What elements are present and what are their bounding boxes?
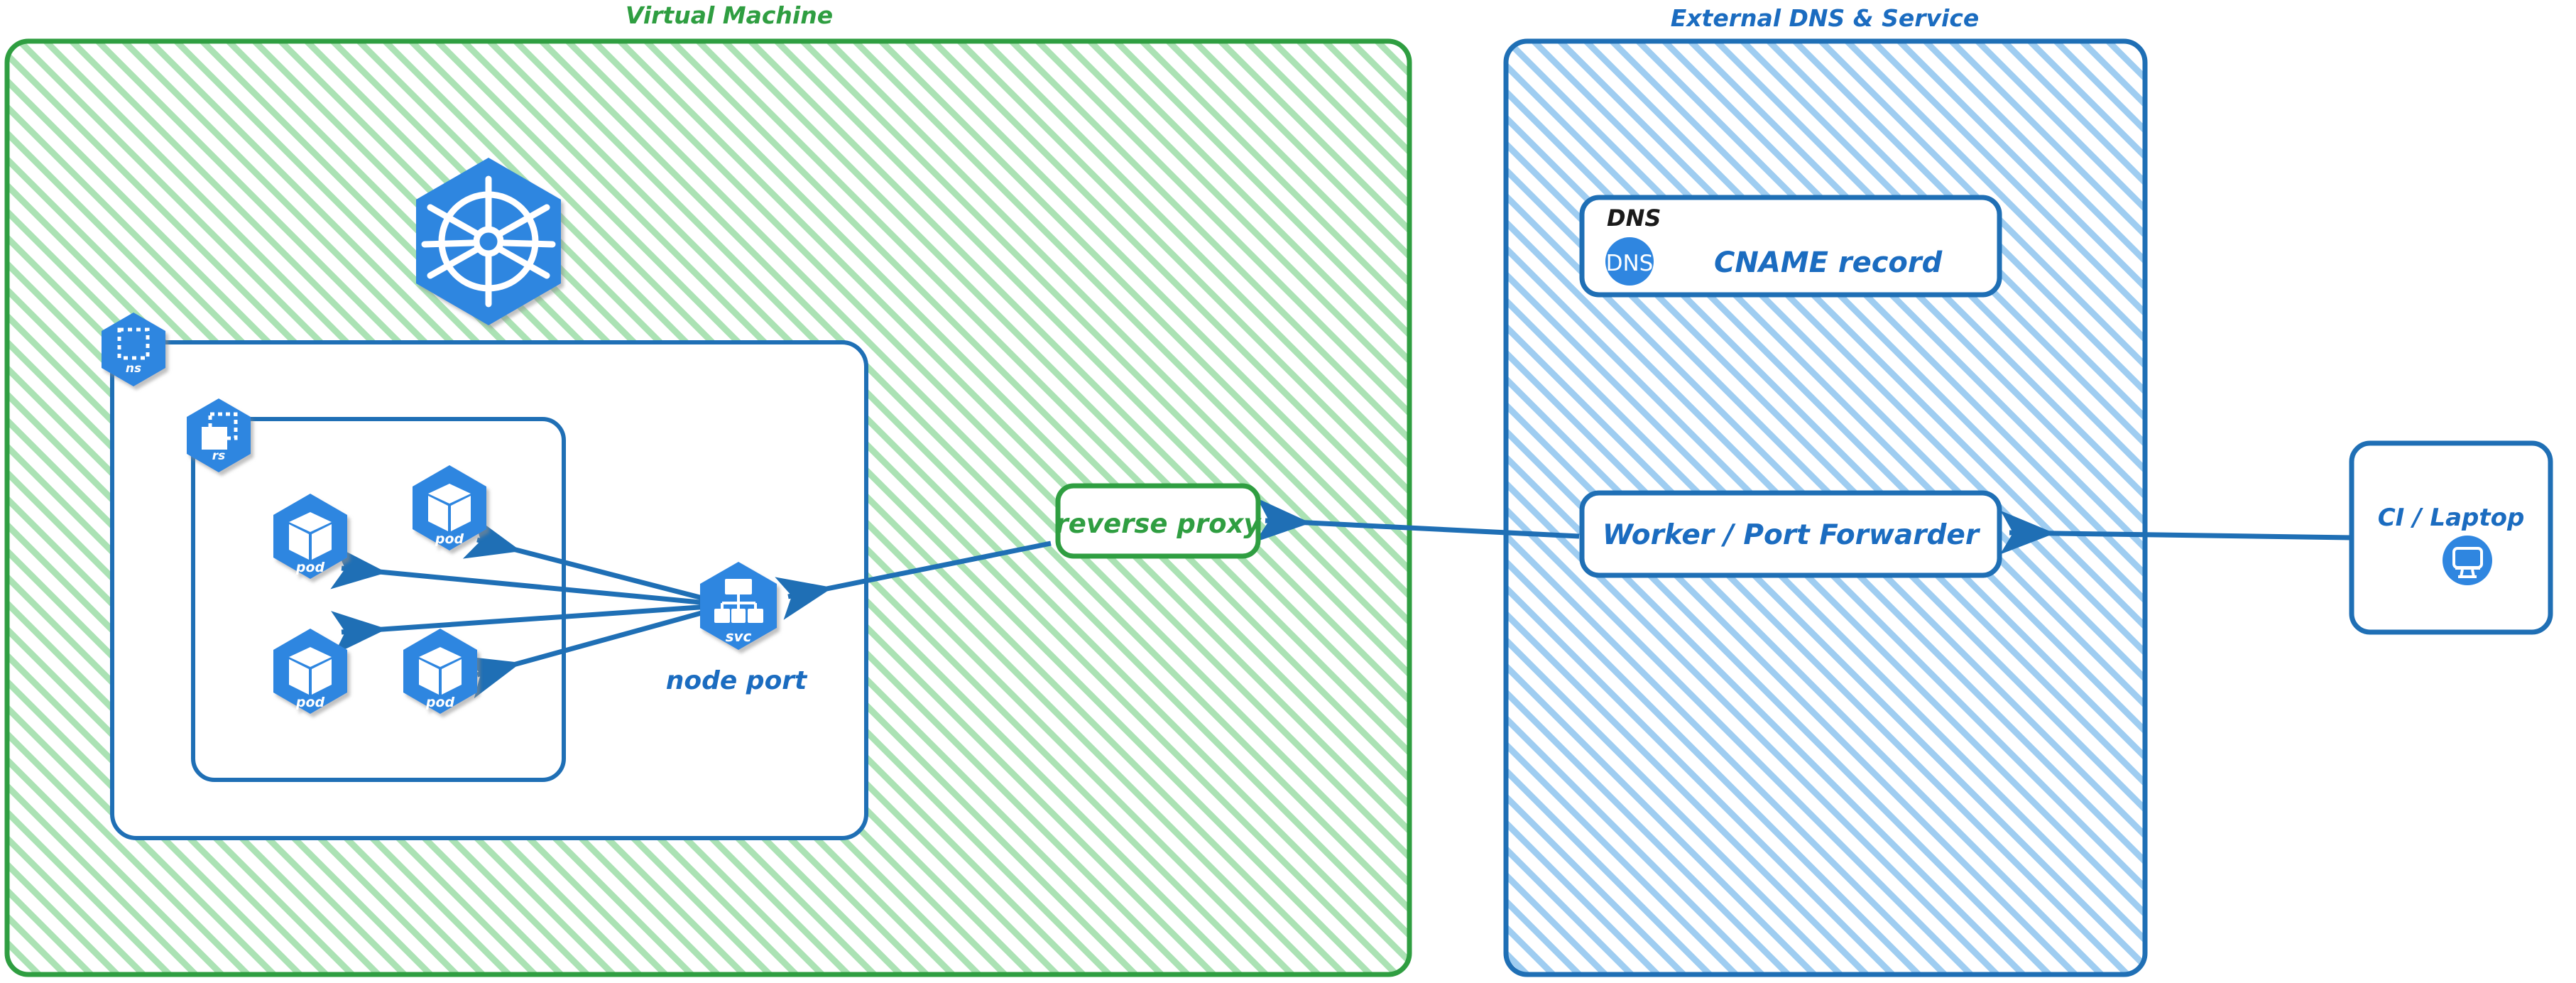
kubernetes-pod-icon-4[interactable]: pod bbox=[403, 629, 477, 714]
edge-service-to-pod-4 bbox=[462, 602, 731, 699]
edge-reverse-proxy-to-service bbox=[775, 541, 1052, 620]
client-box[interactable] bbox=[2349, 440, 2553, 635]
replicaset-box bbox=[191, 417, 566, 782]
dns-badge-text: DNS bbox=[1606, 251, 1654, 276]
dns-badge-circle bbox=[1605, 237, 1654, 286]
kubernetes-wheel-icon bbox=[416, 158, 561, 325]
edge-service-to-pod-3 bbox=[331, 602, 731, 655]
rs-icon-label: rs bbox=[212, 449, 226, 463]
node-port-caption: node port bbox=[666, 666, 808, 695]
worker-node[interactable]: Worker / Port Forwarder bbox=[1579, 490, 2002, 578]
kubernetes-rs-icon: rs bbox=[187, 398, 251, 472]
kubernetes-pod-icon-1[interactable]: pod bbox=[273, 494, 347, 579]
dns-card-label: CNAME record bbox=[1714, 246, 1943, 279]
pod-icon-label: pod bbox=[435, 531, 464, 547]
worker-label: Worker / Port Forwarder bbox=[1603, 519, 1981, 551]
dns-card[interactable]: DNS DNS CNAME record bbox=[1579, 195, 2002, 298]
edge-group-service-to-pods bbox=[330, 516, 731, 699]
pod-icon-label: pod bbox=[295, 560, 325, 575]
reverse-proxy-box[interactable] bbox=[1055, 483, 1261, 559]
pod-icon-label: pod bbox=[425, 695, 455, 710]
client-label: CI / Laptop bbox=[2378, 504, 2525, 532]
kubernetes-svc-icon[interactable]: svc bbox=[700, 562, 777, 650]
pod-icon-label: pod bbox=[295, 695, 325, 710]
reverse-proxy-node[interactable]: reverse proxy bbox=[1055, 483, 1262, 559]
svc-icon-label: svc bbox=[726, 628, 752, 645]
ns-icon-label: ns bbox=[126, 362, 141, 376]
kubernetes-pod-icon-3[interactable]: pod bbox=[273, 629, 347, 714]
worker-box[interactable] bbox=[1579, 490, 2002, 578]
kubernetes-pod-icon-2[interactable]: pod bbox=[413, 465, 486, 550]
edge-service-to-pod-2 bbox=[462, 516, 731, 608]
kubernetes-ns-icon: ns bbox=[102, 313, 165, 386]
external-dns-title: External DNS & Service bbox=[1671, 4, 1980, 32]
edge-worker-to-reverse-proxy bbox=[1255, 498, 1580, 543]
dns-card-group-label: DNS bbox=[1607, 205, 1661, 232]
desktop-monitor-icon bbox=[2443, 536, 2492, 585]
virtual-machine-title: Virtual Machine bbox=[626, 1, 833, 29]
reverse-proxy-label: reverse proxy bbox=[1056, 509, 1262, 539]
dns-card-box[interactable] bbox=[1579, 195, 2002, 298]
client-node[interactable]: CI / Laptop bbox=[2349, 440, 2553, 635]
edge-service-to-pod-1 bbox=[330, 545, 731, 608]
edge-client-to-worker bbox=[1999, 511, 2352, 555]
